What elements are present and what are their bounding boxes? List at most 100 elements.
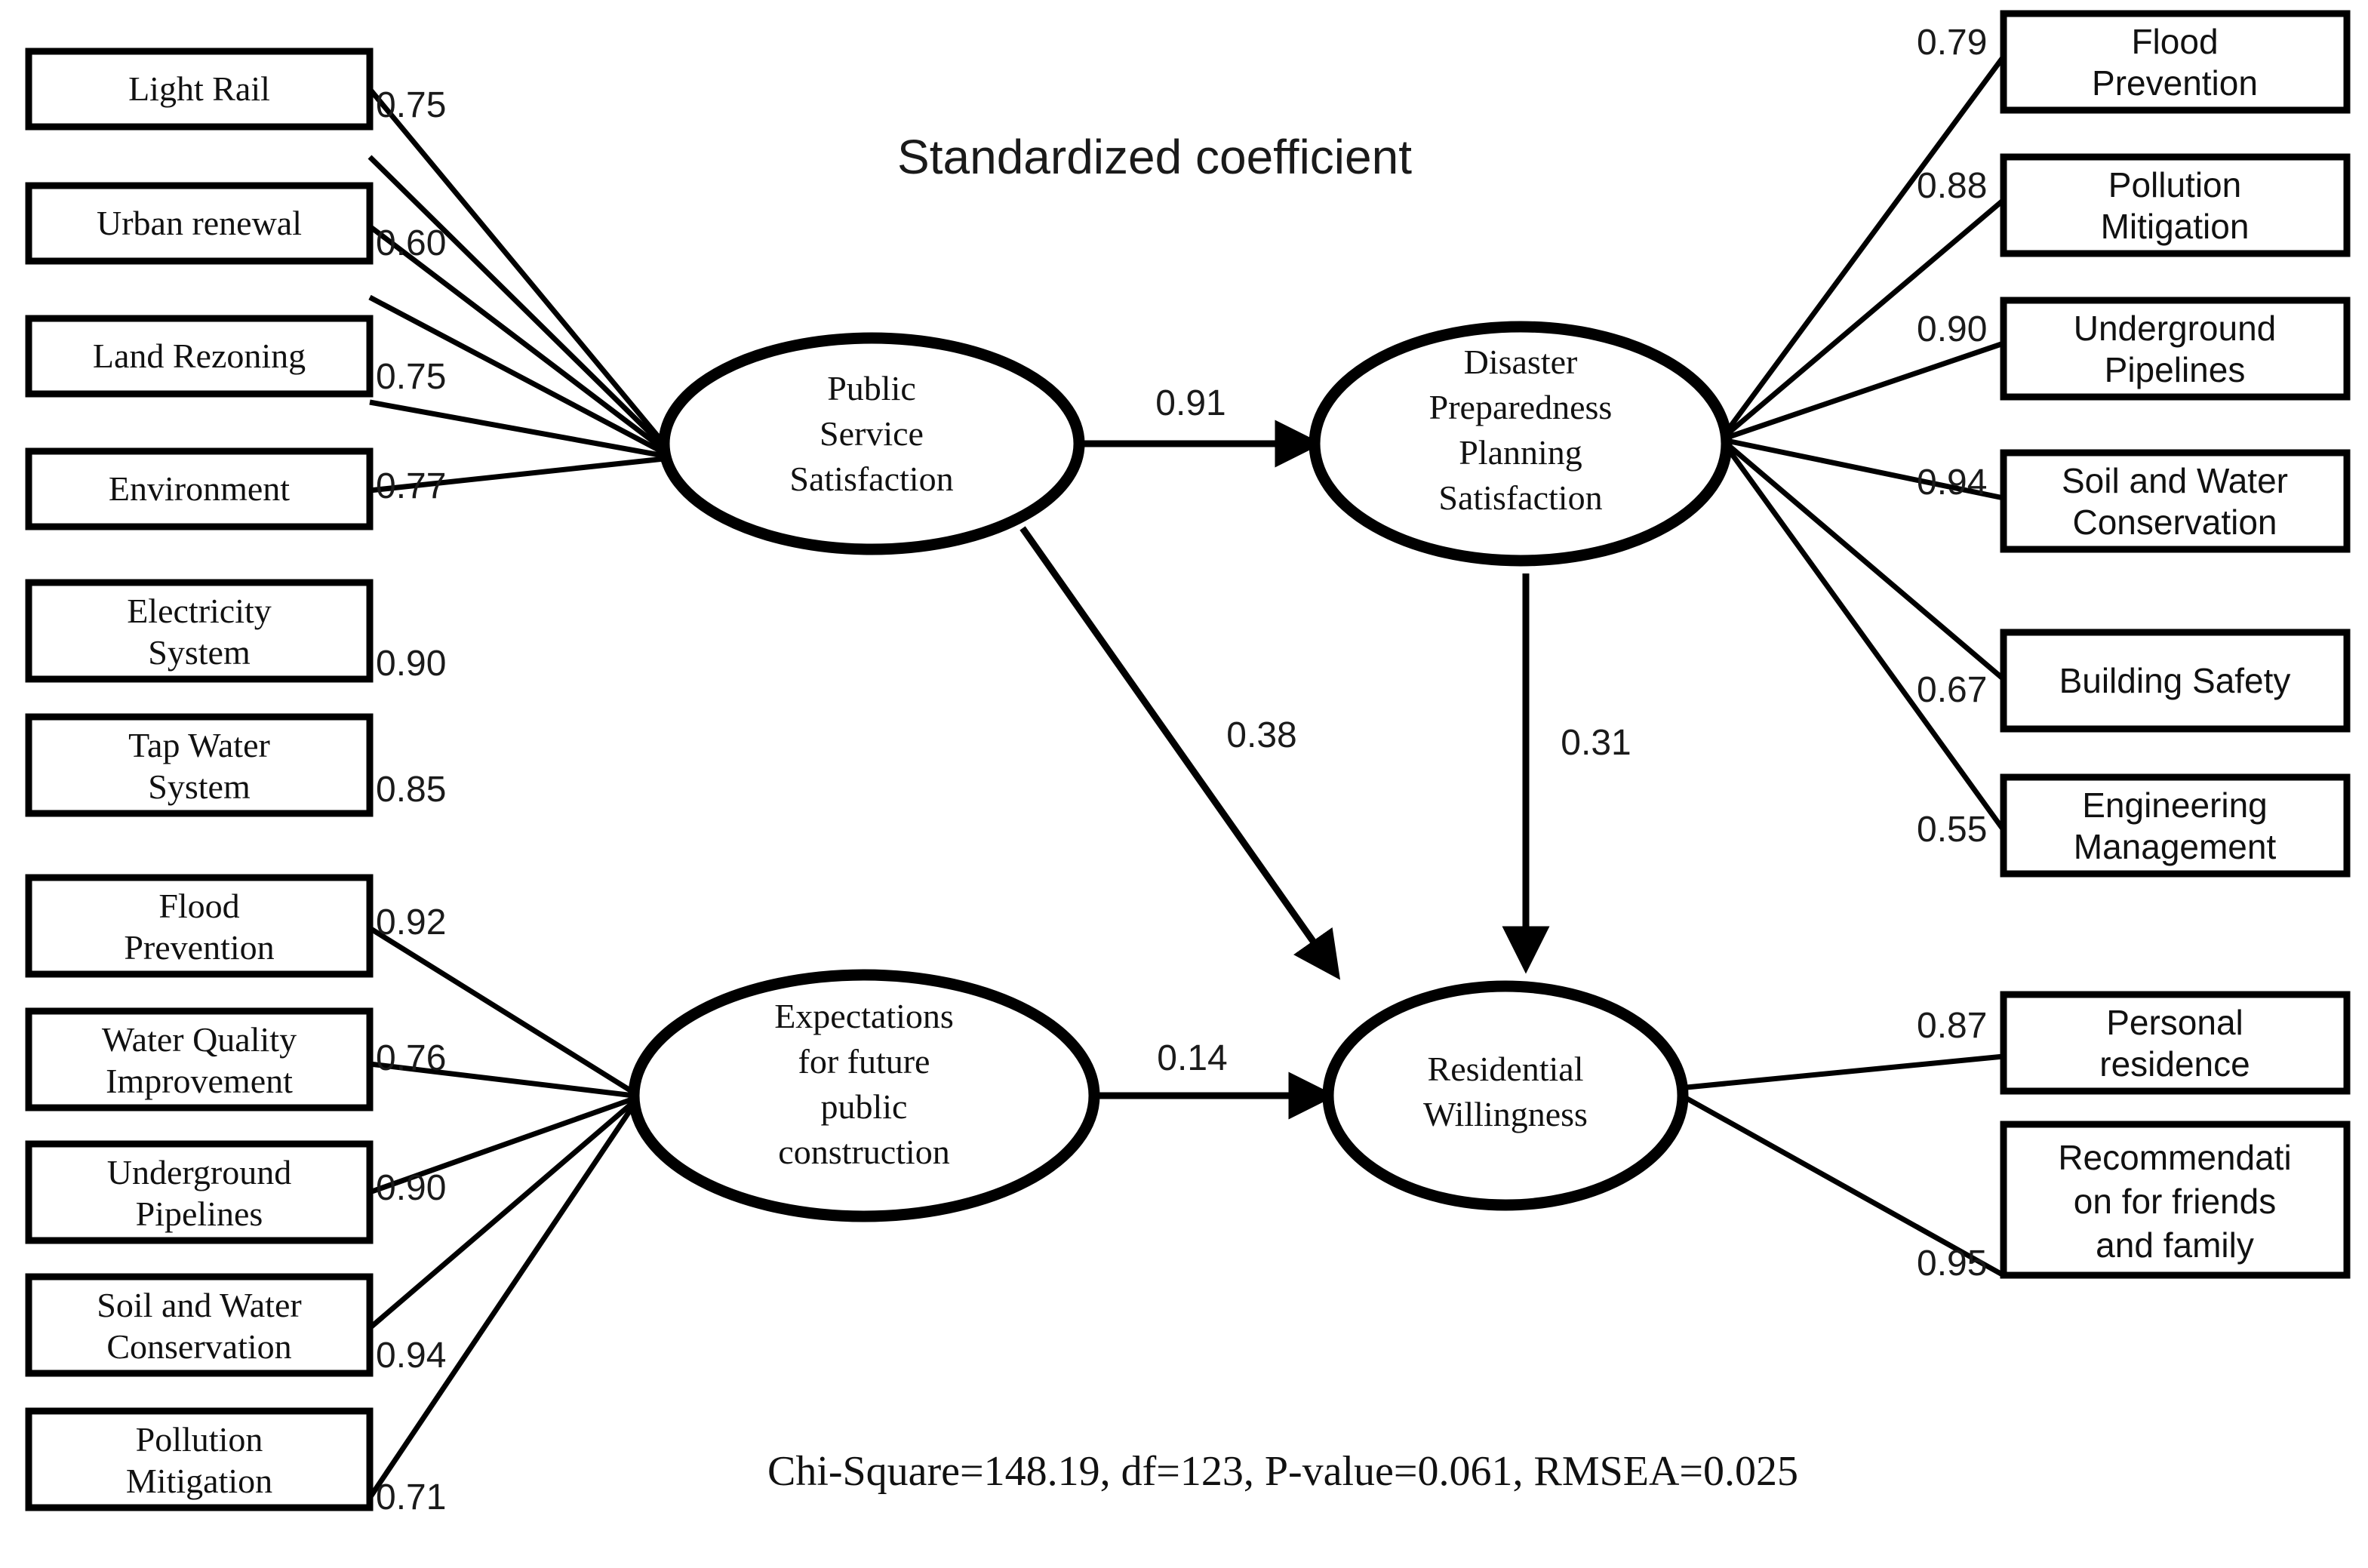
loading-line-dpp-engineering-management xyxy=(1724,444,2006,832)
svg-text:Residential: Residential xyxy=(1428,1050,1584,1088)
svg-text:Water Quality: Water Quality xyxy=(102,1020,297,1059)
loading-line-exp-soil-water-conservation xyxy=(368,1099,636,1330)
indicator-box-dpp-soil-water-conservation[interactable]: Soil and Water Conservation xyxy=(2000,449,2351,553)
indicator-box-environment[interactable]: Environment xyxy=(25,447,374,530)
loading-label-water-quality-improvement: 0.76 xyxy=(376,1038,446,1078)
loading-label-dpp-underground-pipelines: 0.90 xyxy=(1917,309,1987,349)
loading-label-exp-underground-pipelines: 0.90 xyxy=(376,1168,446,1208)
svg-text:Light Rail: Light Rail xyxy=(128,69,270,108)
loading-lines-expectations xyxy=(368,926,636,1499)
svg-text:System: System xyxy=(148,633,251,672)
svg-text:Flood: Flood xyxy=(158,887,239,925)
loading-label-exp-pollution-mitigation: 0.71 xyxy=(376,1477,446,1517)
loading-line-personal-residence xyxy=(1678,1053,2004,1091)
latent-residential-willingness[interactable] xyxy=(1322,980,1689,1211)
svg-text:Disaster: Disaster xyxy=(1464,343,1578,381)
loading-label-dpp-soil-water-conservation: 0.94 xyxy=(1917,463,1987,503)
svg-text:Willingness: Willingness xyxy=(1423,1095,1588,1133)
loading-lines-public-service xyxy=(368,87,666,493)
loading-line-tap-water-system xyxy=(369,456,665,493)
indicator-box-land-rezoning[interactable]: Land Rezoning xyxy=(25,315,374,398)
svg-text:Conservation: Conservation xyxy=(2072,503,2277,542)
svg-text:Pollution: Pollution xyxy=(136,1420,263,1459)
loading-label-urban-renewal: 0.60 xyxy=(376,223,446,263)
latent-disaster-preparedness-planning-satisfaction[interactable] xyxy=(1309,321,1733,567)
latent-expectations-future-public-construction[interactable] xyxy=(628,969,1100,1222)
indicator-box-building-safety[interactable]: Building Safety xyxy=(2000,629,2351,733)
svg-text:Satisfaction: Satisfaction xyxy=(789,460,953,498)
loading-lines-disaster-prep xyxy=(1724,54,2006,832)
svg-text:Flood: Flood xyxy=(2131,22,2218,61)
loading-label-personal-residence: 0.87 xyxy=(1917,1006,1987,1046)
indicator-box-dpp-underground-pipelines[interactable]: Underground Pipelines xyxy=(2000,297,2351,401)
loading-line-light-rail xyxy=(368,87,666,446)
svg-text:Engineering: Engineering xyxy=(2082,786,2268,825)
svg-text:for future: for future xyxy=(798,1042,930,1081)
indicator-box-dpp-flood-prevention[interactable]: Flood Prevention xyxy=(2000,10,2351,114)
svg-text:Prevention: Prevention xyxy=(2092,63,2258,103)
loading-line-recommendation xyxy=(1678,1091,2005,1278)
loading-label-dpp-flood-prevention: 0.79 xyxy=(1917,23,1987,63)
indicator-box-exp-soil-water-conservation[interactable]: Soil and Water Conservation xyxy=(25,1273,374,1377)
indicator-box-engineering-management[interactable]: Engineering Management xyxy=(2000,773,2351,878)
svg-text:Personal: Personal xyxy=(2106,1003,2243,1042)
indicator-box-exp-underground-pipelines[interactable]: Underground Pipelines xyxy=(25,1140,374,1244)
svg-text:Satisfaction: Satisfaction xyxy=(1438,478,1602,517)
indicator-box-dpp-pollution-mitigation[interactable]: Pollution Mitigation xyxy=(2000,153,2351,257)
path-arrow-pss-to-rw xyxy=(1019,526,1341,980)
svg-text:Soil and Water: Soil and Water xyxy=(97,1286,301,1324)
loading-label-engineering-management: 0.55 xyxy=(1917,810,1987,850)
path-label-pss-to-rw: 0.38 xyxy=(1226,715,1296,755)
page-title: Standardized coefficient xyxy=(897,130,1412,184)
svg-text:Mitigation: Mitigation xyxy=(126,1462,272,1500)
svg-text:on for friends: on for friends xyxy=(2074,1182,2276,1221)
indicator-box-recommendation-friends-family[interactable]: Recommendati on for friends and family xyxy=(2000,1121,2351,1279)
latent-label-disaster-preparedness: Disaster Preparedness Planning Satisfact… xyxy=(1429,343,1613,517)
loading-line-land-rezoning xyxy=(368,224,666,452)
indicator-box-urban-renewal[interactable]: Urban renewal xyxy=(25,182,374,265)
loading-line-exp-underground-pipelines xyxy=(368,1096,635,1195)
loading-line-environment xyxy=(368,294,666,456)
indicator-box-water-quality-improvement[interactable]: Water Quality Improvement xyxy=(25,1007,374,1111)
latent-label-residential-willingness: Residential Willingness xyxy=(1423,1050,1588,1133)
loading-label-environment: 0.77 xyxy=(376,466,446,506)
svg-text:Expectations: Expectations xyxy=(774,997,954,1035)
svg-text:System: System xyxy=(148,767,251,806)
loading-line-exp-pollution-mitigation xyxy=(368,1103,636,1499)
loading-label-building-safety: 0.67 xyxy=(1917,670,1987,710)
svg-text:public: public xyxy=(821,1087,908,1126)
svg-text:Public: Public xyxy=(827,369,916,407)
loading-label-tap-water-system: 0.85 xyxy=(376,770,446,810)
svg-text:Pollution: Pollution xyxy=(2108,165,2241,204)
svg-text:Pipelines: Pipelines xyxy=(136,1194,263,1233)
latent-label-expectations: Expectations for future public construct… xyxy=(774,997,954,1171)
svg-text:Mitigation: Mitigation xyxy=(2101,207,2250,246)
svg-text:and family: and family xyxy=(2096,1225,2254,1265)
svg-text:Prevention: Prevention xyxy=(124,928,274,967)
indicator-box-electricity-system[interactable]: Electricity System xyxy=(25,579,374,683)
svg-text:construction: construction xyxy=(778,1133,949,1171)
svg-text:Recommendati: Recommendati xyxy=(2058,1138,2291,1177)
loading-line-dpp-underground-pipelines xyxy=(1725,340,2005,441)
svg-text:Service: Service xyxy=(820,414,924,453)
svg-text:Conservation: Conservation xyxy=(106,1327,291,1366)
indicator-box-exp-pollution-mitigation[interactable]: Pollution Mitigation xyxy=(25,1407,374,1511)
svg-text:Management: Management xyxy=(2074,827,2277,866)
loading-lines-residential xyxy=(1678,1053,2005,1278)
svg-text:Environment: Environment xyxy=(109,469,290,508)
path-label-exp-to-rw: 0.14 xyxy=(1157,1038,1227,1078)
loading-line-electricity-system xyxy=(369,399,665,459)
loading-label-recommendation: 0.95 xyxy=(1917,1244,1987,1284)
indicator-box-tap-water-system[interactable]: Tap Water System xyxy=(25,713,374,817)
latent-public-service-satisfaction[interactable] xyxy=(658,332,1085,555)
svg-text:Land Rezoning: Land Rezoning xyxy=(93,337,306,375)
loading-line-dpp-pollution-mitigation xyxy=(1724,198,2006,437)
svg-text:Tap Water: Tap Water xyxy=(128,726,270,764)
path-label-dpp-to-rw: 0.31 xyxy=(1561,723,1631,763)
indicator-box-exp-flood-prevention[interactable]: Flood Prevention xyxy=(25,874,374,978)
svg-text:Pipelines: Pipelines xyxy=(2105,350,2246,389)
indicator-box-light-rail[interactable]: Light Rail xyxy=(25,48,374,131)
indicator-box-personal-residence[interactable]: Personal residence xyxy=(2000,991,2351,1095)
